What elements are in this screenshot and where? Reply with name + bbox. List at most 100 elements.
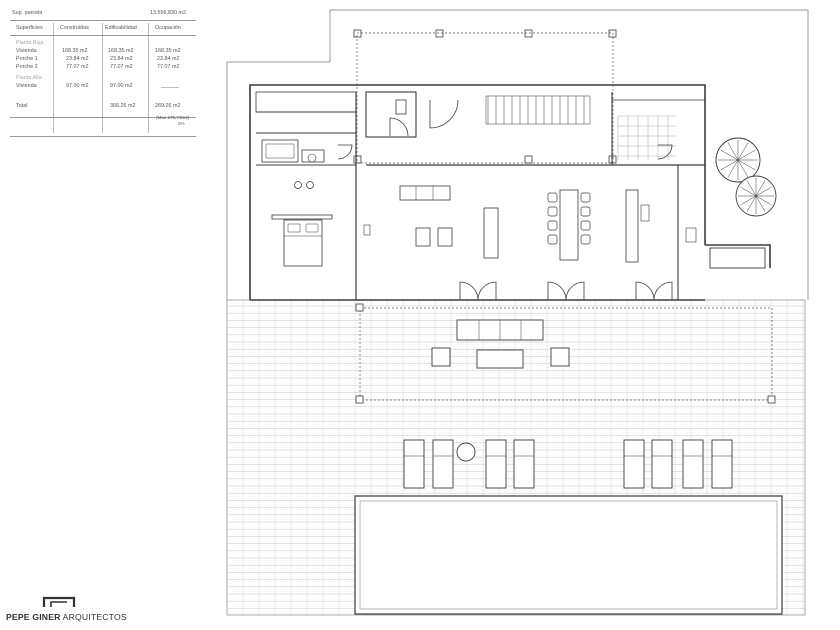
- column-detail: [363, 224, 371, 236]
- dining-chair: [580, 192, 591, 203]
- upper-floor-footprint: [356, 32, 614, 164]
- sofa-east: [483, 207, 499, 259]
- stair-outline: [485, 95, 591, 125]
- max-percent: 2%: [178, 121, 185, 126]
- table-row: Vivienda 97.00 m2 97.00 m2 ______: [16, 83, 179, 89]
- boundary-left: [226, 61, 330, 300]
- toilet: [395, 99, 407, 115]
- sun-lounger: [432, 439, 454, 489]
- dining-chair: [580, 220, 591, 231]
- door-bath: [337, 144, 353, 160]
- door-kitchen: [657, 144, 673, 160]
- section-label-upper: Planta Alta: [16, 75, 42, 81]
- header-edificabilidad: Edificabilidad: [105, 25, 137, 31]
- outdoor-counter: [709, 247, 766, 269]
- upper-floor-pillars: [353, 29, 617, 164]
- dining-chairs: [547, 192, 591, 245]
- pool: [354, 495, 783, 615]
- fridge: [685, 227, 697, 243]
- header-ocupacion: Ocupación: [155, 25, 181, 31]
- tree-branch: [737, 142, 749, 161]
- hob: [640, 204, 650, 222]
- trees: [715, 137, 777, 217]
- sun-lounger: [513, 439, 535, 489]
- dining-chair: [547, 234, 558, 245]
- tree-branch: [755, 195, 772, 206]
- tree-branch: [755, 195, 766, 212]
- wc: [365, 91, 417, 138]
- table-row: Vivienda 168.35 m2 168.35 m2 168.35 m2: [16, 48, 181, 54]
- side-table: [456, 442, 476, 462]
- armchair: [437, 227, 453, 247]
- staircase: [485, 95, 591, 125]
- table-top-rule: [10, 20, 196, 21]
- tree-branch: [737, 159, 756, 171]
- living-furniture: [363, 99, 697, 263]
- porch-outline: [359, 307, 773, 401]
- total-occupancy: 269.26 m2: [155, 103, 181, 109]
- sun-lounger: [403, 439, 425, 489]
- stool: [294, 181, 302, 189]
- headboard: [271, 214, 333, 220]
- plot-label: Sup. parcela: [12, 10, 43, 16]
- tree-branch: [755, 180, 766, 197]
- house-walls: [249, 84, 771, 301]
- tree-branch: [737, 159, 749, 178]
- tree-branch: [755, 186, 772, 197]
- porch-armchair: [431, 347, 451, 367]
- table-col-divider: [102, 23, 103, 133]
- areas-table: Sup. parcela 13.556,830 m2 Superficies C…: [10, 10, 200, 137]
- max-note: (Max 270,73m2): [156, 115, 190, 120]
- sofa-north: [399, 185, 451, 201]
- bed: [283, 219, 323, 267]
- table-bottom-rule: [10, 136, 196, 137]
- tree-branch: [720, 149, 739, 161]
- sun-loungers: [403, 439, 733, 489]
- kitchen-tiling: [617, 115, 676, 160]
- sun-lounger: [623, 439, 645, 489]
- header-construidas: Construidas: [60, 25, 89, 31]
- dining-chair: [547, 192, 558, 203]
- total-row: Total 366.26 m2 269.26 m2: [10, 103, 200, 111]
- door-terrace-2: [547, 281, 585, 301]
- header-rule: [10, 35, 196, 36]
- pool-inner-edge: [359, 500, 778, 610]
- dining-table: [559, 189, 579, 261]
- armchair: [415, 227, 431, 247]
- door-terrace-1: [459, 281, 497, 301]
- dining-chair: [580, 206, 591, 217]
- total-buildability: 366.26 m2: [110, 103, 136, 109]
- bedroom-furniture: [261, 139, 333, 267]
- door-terrace-3: [635, 281, 673, 301]
- sun-lounger: [485, 439, 507, 489]
- stool: [306, 181, 314, 189]
- table-row: Porche 1 23.84 m2 23.84 m2 23.84 m2: [16, 56, 180, 62]
- door-wc: [389, 117, 409, 137]
- tree-branch: [740, 186, 757, 197]
- total-label: Total: [16, 103, 28, 109]
- table-col-divider: [148, 23, 149, 133]
- section-label-ground: Planta Baja: [16, 40, 44, 46]
- sun-lounger: [711, 439, 733, 489]
- tree-branch: [720, 159, 739, 171]
- brand-logo-icon: [42, 596, 76, 607]
- tree-branch: [737, 149, 756, 161]
- kitchen-island: [625, 189, 639, 263]
- tree-branch: [727, 159, 739, 178]
- total-rule: [10, 117, 196, 118]
- upper-floor-outline: [356, 32, 614, 164]
- dining-chair: [547, 220, 558, 231]
- plot-boundary: [226, 9, 809, 300]
- door-hall: [429, 99, 459, 129]
- pool-basin: [354, 495, 783, 615]
- tree-branch: [746, 195, 757, 212]
- brand-name-regular: ARQUITECTOS: [62, 612, 127, 622]
- porch-armchair: [550, 347, 570, 367]
- doors: [337, 99, 673, 301]
- tree-branch: [746, 180, 757, 197]
- dining-chair: [580, 234, 591, 245]
- boundary-right: [329, 9, 809, 300]
- exterior-wall-north: [249, 84, 706, 300]
- porch: [355, 303, 776, 404]
